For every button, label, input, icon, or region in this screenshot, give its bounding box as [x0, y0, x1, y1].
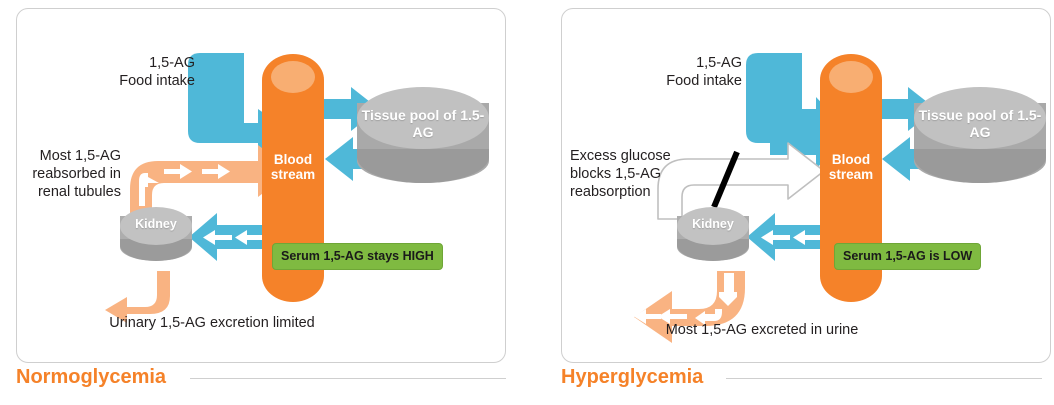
kidney-label: Kidney: [692, 217, 734, 231]
tissue-pool-shadow: [914, 149, 1046, 183]
food-intake-label: 1,5-AG Food intake: [119, 55, 195, 89]
kidney-shadow: [677, 239, 749, 261]
tissue-pool-shadow: [357, 149, 489, 183]
caption-rule-left: [190, 378, 506, 379]
caption-normoglycemia: Normoglycemia: [16, 366, 167, 388]
serum-status-badge: Serum 1,5-AG stays HIGH: [272, 243, 443, 270]
filtration-inner-arrow-1: [203, 230, 232, 245]
tissue-pool-label: Tissue pool of 1.5-AG: [361, 107, 485, 140]
kidney-disc: Kidney: [120, 207, 192, 269]
kidney-disc: Kidney: [677, 207, 749, 269]
tissue-pool-top: [357, 87, 489, 149]
tissue-pool-disc: Tissue pool of 1.5-AG: [357, 87, 489, 199]
bloodstream-label: Blood stream: [828, 152, 874, 182]
tissue-pool-top: [914, 87, 1046, 149]
kidney-shadow: [120, 239, 192, 261]
excretion-label: Most 1,5-AG excreted in urine: [665, 322, 859, 338]
reabsorption-label: Most 1,5-AG reabsorbed in renal tubules: [32, 148, 121, 200]
reabsorption-inner-arrow-2: [164, 164, 192, 179]
tissue-pool-label: Tissue pool of 1.5-AG: [918, 107, 1042, 140]
reabsorption-inner-arrow-3: [202, 164, 230, 179]
kidney-filtration-arrow: [747, 213, 820, 261]
reabsorption-inner-arrow-1: [139, 173, 159, 206]
kidney-top: [120, 207, 192, 245]
excretion-label: Urinary 1,5-AG excretion limited: [109, 315, 315, 331]
food-intake-arrow-stem: [188, 53, 244, 143]
caption-hyperglycemia: Hyperglycemia: [561, 366, 704, 388]
panel-normoglycemia: Blood stream Tissue pool of 1.5-AG Kidne…: [16, 8, 506, 363]
food-intake-arrow-stem: [746, 53, 802, 143]
panel-hyperglycemia: Blood stream Tissue pool of 1.5-AG Kidne…: [561, 8, 1051, 363]
filtration-inner-arrow-2: [235, 230, 264, 245]
food-intake-label: 1,5-AG Food intake: [666, 55, 742, 89]
kidney-filtration-arrow: [189, 213, 262, 261]
diagram-hyperglycemia: Blood stream Tissue pool of 1.5-AG Kidne…: [562, 9, 1052, 364]
bloodstream-cylinder-top: [829, 61, 873, 93]
filtration-inner-arrow-2: [793, 230, 822, 245]
filtration-inner-arrow-1: [761, 230, 790, 245]
kidney-label: Kidney: [135, 217, 177, 231]
excretion-inner-arrow-1: [719, 273, 737, 306]
tissue-pool-disc: Tissue pool of 1.5-AG: [914, 87, 1046, 199]
diagram-normoglycemia: Blood stream Tissue pool of 1.5-AG Kidne…: [17, 9, 507, 364]
kidney-top: [677, 207, 749, 245]
bloodstream-label: Blood stream: [270, 152, 316, 182]
serum-status-badge: Serum 1,5-AG is LOW: [834, 243, 982, 270]
caption-rule-right: [726, 378, 1042, 379]
block-slash-icon: [711, 150, 740, 209]
bloodstream-cylinder-top: [271, 61, 315, 93]
reabsorption-label: Excess glucose blocks 1,5-AG reabsorptio…: [570, 148, 671, 200]
